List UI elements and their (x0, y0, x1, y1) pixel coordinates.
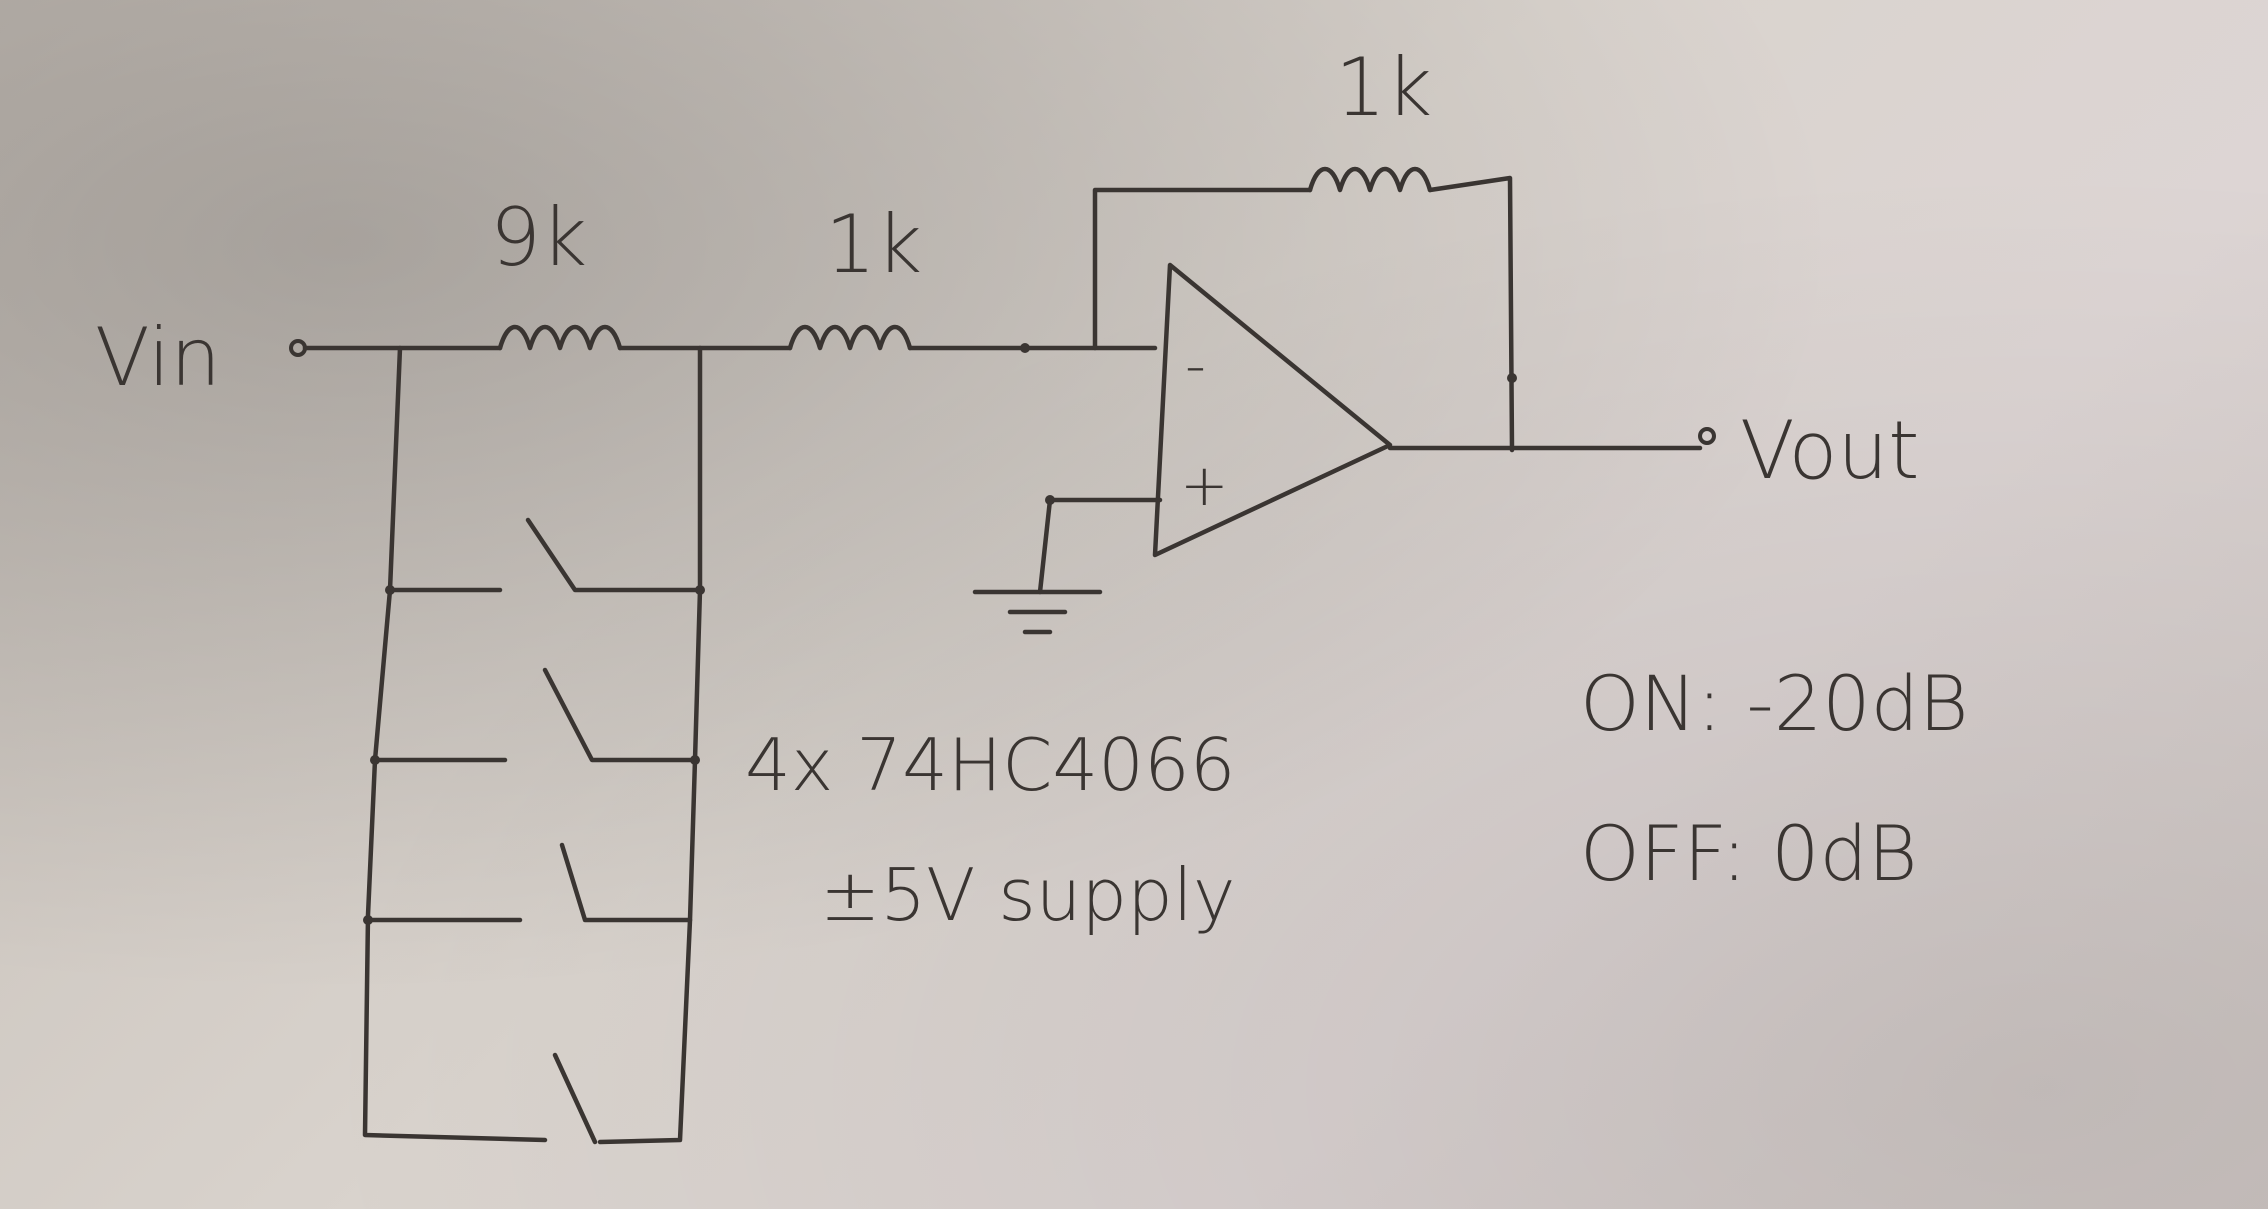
resistor-1k-feedback (1307, 167, 1433, 193)
rail-right (597, 345, 703, 1145)
junction-dot (363, 915, 373, 925)
opamp-triangle (1152, 262, 1393, 558)
junction-dot (695, 585, 705, 595)
vout-terminal (1698, 427, 1716, 445)
junction-dot (385, 585, 395, 595)
switch-1 (387, 517, 703, 593)
junction-dot (1020, 343, 1030, 353)
switch-4 (552, 1052, 598, 1145)
switch-2 (372, 667, 698, 763)
junction-dot (1507, 373, 1517, 383)
junction-dot (690, 755, 700, 765)
switch-chip-label: 4x 74HC4066 (745, 723, 1236, 807)
resistor-1k-input (787, 325, 913, 351)
junction-dot (370, 755, 380, 765)
vin-label: Vin (95, 311, 221, 404)
switch-3 (365, 842, 693, 923)
wire-feedback-right (1427, 175, 1515, 453)
resistor-9k (497, 325, 623, 351)
on-state-label: ON: -20dB (1580, 659, 1969, 748)
off-state-label: OFF: 0dB (1580, 809, 1917, 898)
resistor-1k-feedback-label: 1k (1335, 41, 1432, 134)
rail-left (362, 345, 548, 1143)
resistor-1k-input-label: 1k (825, 198, 922, 291)
wire-noninverting-to-ground (1037, 497, 1163, 595)
opamp-inverting-sign: - (1185, 331, 1206, 399)
resistor-9k-label: 9k (490, 191, 587, 284)
vout-label: Vout (1740, 404, 1920, 497)
opamp-noninverting-sign: + (1180, 451, 1229, 519)
junction-dot (1045, 495, 1055, 505)
ground-symbol (972, 589, 1103, 635)
supply-label: ±5V supply (820, 853, 1235, 937)
wire-feedback-left (1092, 187, 1313, 351)
